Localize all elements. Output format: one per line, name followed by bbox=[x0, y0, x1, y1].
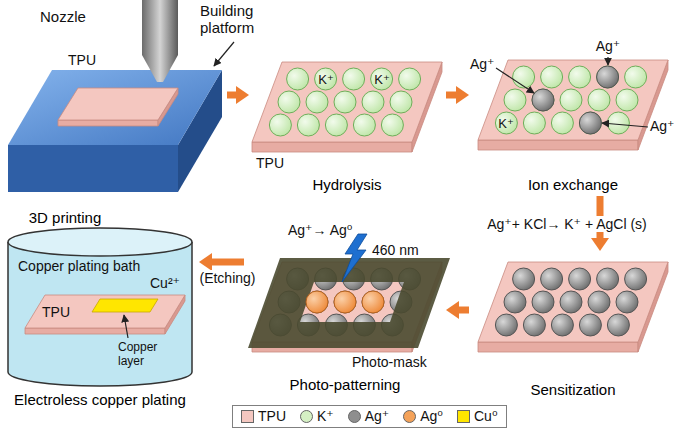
callout-label: K⁺ bbox=[374, 72, 390, 87]
ion-exchange-slab bbox=[478, 60, 668, 150]
ion-exchange-slab bbox=[579, 112, 601, 134]
callout-label: Photo-mask bbox=[352, 354, 427, 370]
process-stage: Hydrolysis bbox=[250, 50, 445, 195]
legend-item: Ag⁰ bbox=[403, 408, 443, 425]
callout-label: 460 nm bbox=[372, 242, 419, 258]
legend-swatch bbox=[348, 410, 361, 423]
process-arrow bbox=[446, 92, 456, 99]
sensitized-slab bbox=[478, 262, 668, 352]
leader-arrows bbox=[607, 57, 608, 65]
ion-exchange-slab bbox=[532, 89, 554, 111]
legend-item: Ag⁺ bbox=[348, 408, 390, 425]
legend-swatch bbox=[241, 410, 254, 423]
ion-exchange-slab bbox=[597, 66, 619, 88]
stage-caption: Electroless copper plating bbox=[14, 391, 186, 408]
plating-beaker bbox=[92, 299, 158, 312]
legend-swatch bbox=[457, 410, 470, 423]
callout-label: Ag⁺ bbox=[470, 56, 495, 72]
legend-text: Ag⁰ bbox=[420, 408, 443, 425]
leader-arrows bbox=[602, 123, 648, 127]
legend-text: Cu⁰ bbox=[474, 408, 498, 425]
ion-exchange-slab bbox=[495, 66, 646, 134]
legend-item: Cu⁰ bbox=[457, 408, 498, 425]
callout-label: Ag⁺→ Ag⁰ bbox=[288, 222, 352, 238]
plating-beaker bbox=[25, 328, 165, 334]
light-bolt bbox=[342, 234, 367, 282]
hydrolysed-slab bbox=[269, 68, 420, 136]
process-arrow bbox=[212, 259, 244, 266]
plating-beaker bbox=[25, 295, 185, 328]
process-stage: Photo-patterning bbox=[245, 235, 445, 395]
build-platform bbox=[8, 70, 222, 145]
print-nozzle bbox=[142, 0, 178, 55]
stage-caption: 3D printing bbox=[29, 209, 102, 226]
hydrolysed-slab bbox=[252, 62, 442, 152]
legend-text: K⁺ bbox=[317, 408, 334, 425]
printed-tpu bbox=[58, 120, 158, 126]
sensitized-slab bbox=[478, 262, 668, 352]
process-stage: Electroless copper plating bbox=[4, 228, 198, 410]
photo-patterned-slab bbox=[306, 291, 328, 313]
process-stage: 3D printing bbox=[4, 48, 226, 228]
leader-arrows bbox=[496, 57, 648, 127]
legend: TPU K⁺ Ag⁺ Ag⁰ Cu⁰ bbox=[232, 405, 507, 428]
leader-arrow bbox=[214, 42, 234, 66]
callout-label: Ag⁺ bbox=[650, 118, 675, 134]
legend-item: TPU bbox=[241, 408, 286, 425]
sensitized-slab bbox=[495, 268, 646, 336]
callout-label: TPU bbox=[256, 155, 284, 171]
callout-label: TPU bbox=[42, 304, 70, 320]
plating-beaker bbox=[8, 228, 192, 256]
callout-label: Cu²⁺ bbox=[150, 275, 180, 291]
reaction-label: (Etching) bbox=[196, 270, 258, 286]
stage-caption: Photo-patterning bbox=[290, 376, 401, 393]
legend-item: K⁺ bbox=[300, 408, 334, 425]
stage-caption: Hydrolysis bbox=[312, 176, 381, 193]
plating-beaker bbox=[8, 228, 192, 386]
reaction-label: Ag⁺+ KCl→ K⁺ + AgCl (s) bbox=[484, 216, 650, 232]
callout-label: Building platform bbox=[200, 2, 274, 36]
process-stage: Sensitization bbox=[470, 252, 675, 400]
process-arrow bbox=[459, 307, 469, 314]
stage-caption: Sensitization bbox=[530, 381, 615, 398]
callout-label: K⁺ bbox=[498, 116, 514, 131]
printed-tpu bbox=[58, 88, 178, 120]
legend-swatch bbox=[403, 410, 416, 423]
callout-label: Copper layer bbox=[118, 340, 170, 368]
legend-swatch bbox=[300, 410, 313, 423]
leader-arrows bbox=[496, 68, 534, 93]
ion-exchange-slab bbox=[478, 60, 668, 150]
printed-tpu bbox=[58, 88, 178, 126]
callout-label: Ag⁺ bbox=[596, 38, 621, 54]
callout-label: Copper plating bath bbox=[18, 258, 140, 274]
build-platform bbox=[8, 145, 178, 192]
build-platform bbox=[8, 70, 222, 192]
callout-label: K⁺ bbox=[318, 72, 334, 87]
hydrolysed-slab bbox=[252, 62, 442, 152]
callout-label: TPU bbox=[68, 52, 96, 68]
leader-arrow bbox=[124, 315, 128, 338]
stage-caption: Ion exchange bbox=[528, 176, 618, 193]
legend-text: Ag⁺ bbox=[365, 408, 390, 425]
process-stage: Ion exchange bbox=[470, 35, 675, 195]
photo-patterned-slab bbox=[362, 291, 384, 313]
process-arrow bbox=[227, 92, 236, 99]
print-nozzle bbox=[142, 55, 178, 82]
photo-patterned-slab bbox=[334, 291, 356, 313]
plating-beaker bbox=[8, 242, 192, 386]
callout-label: Nozzle bbox=[40, 8, 86, 25]
legend-text: TPU bbox=[258, 408, 286, 425]
print-nozzle bbox=[142, 0, 178, 82]
